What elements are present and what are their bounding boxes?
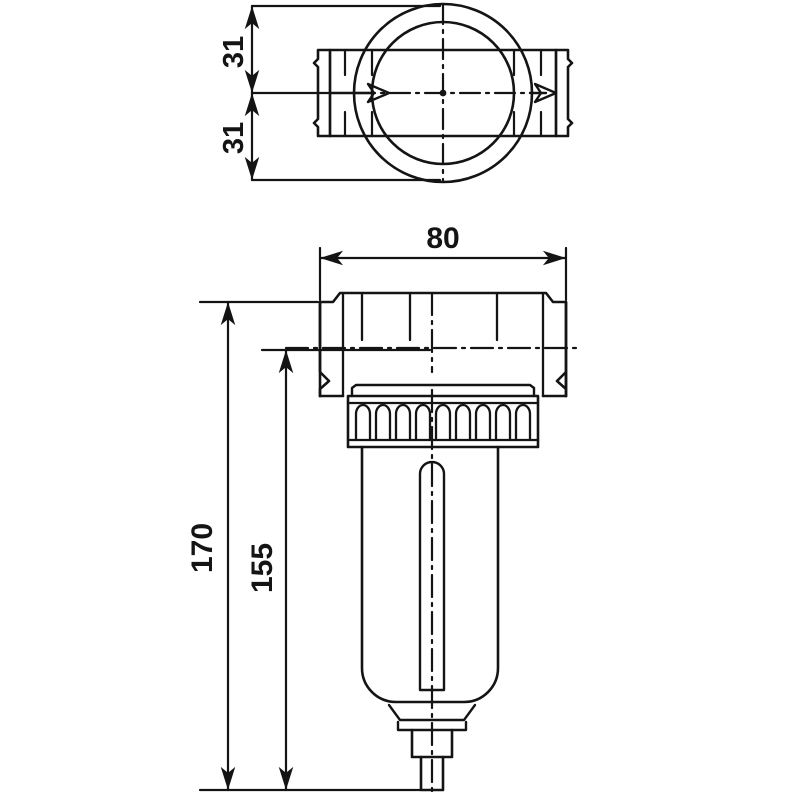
top-view-center-dot — [439, 89, 447, 97]
dim-text-port-offset-lower: 31 — [218, 122, 250, 154]
retaining-ring-outline — [346, 394, 540, 449]
body-outline — [318, 291, 568, 398]
sight-glass-slot — [418, 460, 446, 692]
bowl-outline — [360, 445, 500, 704]
dim-text-port-offset-upper: 31 — [218, 36, 250, 68]
drain-shoulder — [387, 703, 477, 722]
dim-text-overall-width: 80 — [426, 222, 459, 255]
dim-text-overall-height: 170 — [186, 523, 219, 573]
top-view-group — [244, 2, 574, 184]
retaining-ring-knurls — [354, 403, 532, 442]
right-port-flange — [554, 48, 574, 138]
inlet-flow-arrow — [366, 82, 391, 104]
bowl-collar — [350, 383, 536, 398]
outlet-flow-arrow — [533, 82, 558, 104]
front-elevation-group — [198, 246, 578, 798]
dim-text-body-height: 155 — [246, 543, 279, 593]
drain-stem — [410, 728, 454, 759]
